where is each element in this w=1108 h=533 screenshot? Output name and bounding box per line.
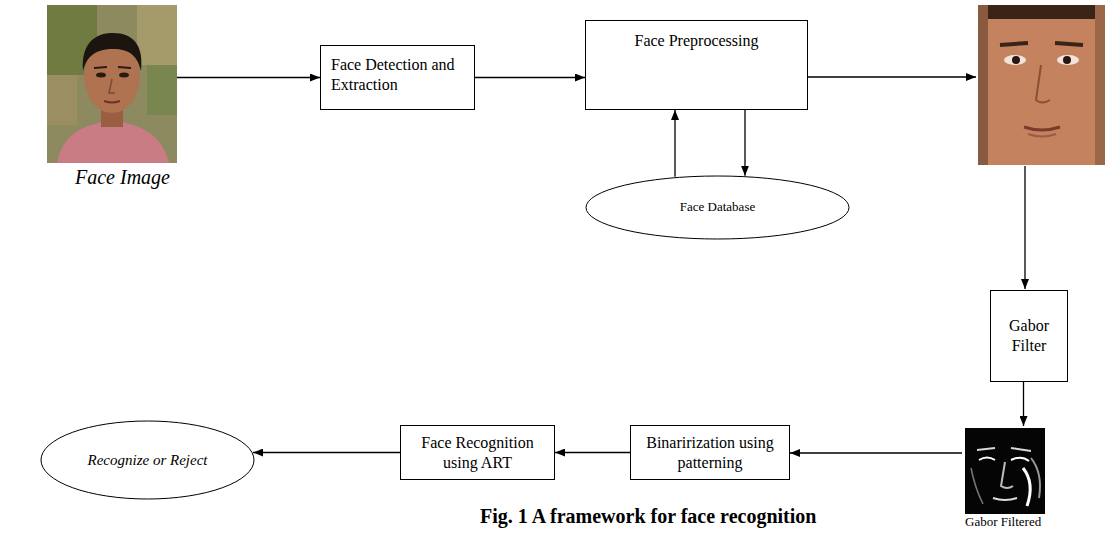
process-box: Gabor Filter bbox=[990, 290, 1068, 382]
image-node: Face Image bbox=[47, 5, 177, 190]
node-label: Face Detection and Extraction bbox=[331, 55, 464, 95]
flow-arrow bbox=[790, 452, 962, 453]
face-photo bbox=[47, 5, 177, 163]
node-label: Binarirization using patterning bbox=[639, 433, 781, 473]
flow-arrow bbox=[253, 452, 400, 453]
node-label: Face Recognition using ART bbox=[409, 433, 546, 473]
process-box: Face Preprocessing bbox=[585, 20, 808, 110]
process-box: Face Recognition using ART bbox=[400, 425, 555, 480]
image-node: Gabor Filtered bbox=[962, 426, 1057, 530]
cropped-face bbox=[978, 5, 1105, 165]
flow-arrow bbox=[1024, 166, 1025, 289]
process-box: Binarirization using patterning bbox=[630, 425, 790, 480]
node-label: Gabor Filter bbox=[995, 316, 1063, 356]
terminal-ellipse: Recognize or Reject bbox=[40, 420, 255, 500]
terminal-ellipse: Face Database bbox=[585, 175, 850, 240]
flow-arrow bbox=[808, 76, 976, 77]
process-box: Face Detection and Extraction bbox=[320, 45, 475, 110]
flow-arrow bbox=[744, 110, 745, 176]
image-label: Face Image bbox=[75, 165, 170, 190]
flow-arrow bbox=[555, 452, 630, 453]
flow-arrow bbox=[475, 77, 585, 78]
node-label: Recognize or Reject bbox=[88, 451, 208, 470]
gabor-image bbox=[965, 428, 1045, 514]
image-label: Gabor Filtered bbox=[965, 514, 1041, 530]
figure-caption: Fig. 1 A framework for face recognition bbox=[480, 505, 816, 528]
node-label: Face Preprocessing bbox=[594, 31, 799, 51]
flow-arrow bbox=[1023, 382, 1024, 426]
node-label: Face Database bbox=[680, 199, 755, 215]
flow-arrow bbox=[177, 77, 320, 78]
flow-arrow bbox=[674, 110, 675, 177]
